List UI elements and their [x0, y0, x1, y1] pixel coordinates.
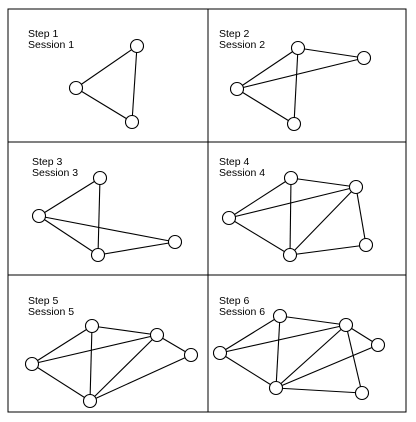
graph-edge — [38, 177, 101, 217]
cell-step-6 — [207, 274, 407, 413]
session-label: Session 6 — [219, 306, 265, 318]
graph-edge — [289, 244, 367, 256]
graph-edge — [89, 334, 158, 402]
graph-edge — [75, 45, 138, 89]
graph-edge — [275, 344, 379, 389]
graph-node — [129, 38, 145, 54]
graph-edge — [219, 352, 277, 389]
graph-edge — [275, 315, 281, 389]
graph-node — [124, 114, 140, 130]
graph-node — [68, 80, 84, 96]
graph-edge — [219, 315, 281, 354]
graph-node — [92, 170, 108, 186]
graph-node — [31, 208, 47, 224]
graph-node — [24, 356, 40, 372]
graph-edge — [355, 186, 367, 246]
graph-edge — [297, 47, 365, 59]
graph-node — [90, 247, 106, 263]
graph-node — [84, 318, 100, 334]
graph-edge — [236, 47, 299, 90]
graph-edge — [75, 87, 133, 123]
graph-edge — [275, 324, 347, 389]
step-title: Step 6 — [219, 295, 250, 307]
graph-edge — [345, 324, 363, 394]
graph-node — [370, 337, 386, 353]
graph-node — [358, 237, 374, 253]
graph-edge — [31, 334, 158, 365]
step-title: Step 5 — [28, 295, 59, 307]
graph-node — [149, 327, 165, 343]
graph-node — [272, 308, 288, 324]
network-graph-step-6 — [212, 308, 386, 401]
graph-edge — [91, 325, 158, 336]
graph-node — [212, 345, 228, 361]
graph-edge — [289, 186, 357, 256]
step-title: Step 3 — [32, 156, 63, 168]
graph-edge — [31, 325, 93, 365]
graph-edge — [228, 186, 357, 219]
graph-edge — [97, 177, 101, 256]
session-label: Session 4 — [219, 167, 265, 179]
session-label: Session 1 — [28, 39, 74, 51]
graph-node — [229, 81, 245, 97]
network-graph-step-4 — [221, 170, 374, 263]
session-label: Session 2 — [219, 39, 265, 51]
step-title: Step 2 — [219, 28, 250, 40]
graph-node — [82, 393, 98, 409]
graph-edge — [228, 217, 291, 256]
graph-node — [348, 179, 364, 195]
graph-node — [338, 317, 354, 333]
graph-node — [283, 170, 299, 186]
graph-edge — [38, 215, 99, 256]
graph-edge — [38, 215, 176, 243]
graphs-layer — [24, 38, 386, 409]
graph-node — [356, 50, 372, 66]
graph-node — [286, 116, 302, 132]
graph-node — [282, 247, 298, 263]
graph-edge — [236, 88, 295, 125]
graph-edge — [31, 363, 91, 402]
graph-edge — [275, 387, 363, 394]
network-graph-step-1 — [68, 38, 145, 130]
network-graph-step-3 — [31, 170, 183, 263]
graph-edge — [228, 177, 292, 219]
graph-node — [290, 40, 306, 56]
network-graph-step-5 — [24, 318, 199, 409]
session-label: Session 5 — [28, 306, 74, 318]
graph-edge — [219, 324, 347, 354]
graph-edge — [97, 241, 176, 256]
graph-edge — [289, 177, 292, 256]
graph-node — [221, 210, 237, 226]
graph-node — [268, 380, 284, 396]
graph-edge — [279, 315, 347, 326]
graph-edge — [293, 47, 299, 125]
network-graph-step-2 — [229, 40, 372, 132]
step-title: Step 1 — [28, 28, 59, 40]
graph-edge — [89, 325, 93, 402]
step-title: Step 4 — [219, 156, 250, 168]
graph-node — [167, 234, 183, 250]
graph-node — [354, 385, 370, 401]
graph-node — [183, 347, 199, 363]
graph-edge — [131, 45, 138, 123]
graph-edge — [290, 177, 357, 188]
session-label: Session 3 — [32, 167, 78, 179]
graph-edge — [236, 57, 365, 90]
graph-edge — [89, 354, 192, 402]
